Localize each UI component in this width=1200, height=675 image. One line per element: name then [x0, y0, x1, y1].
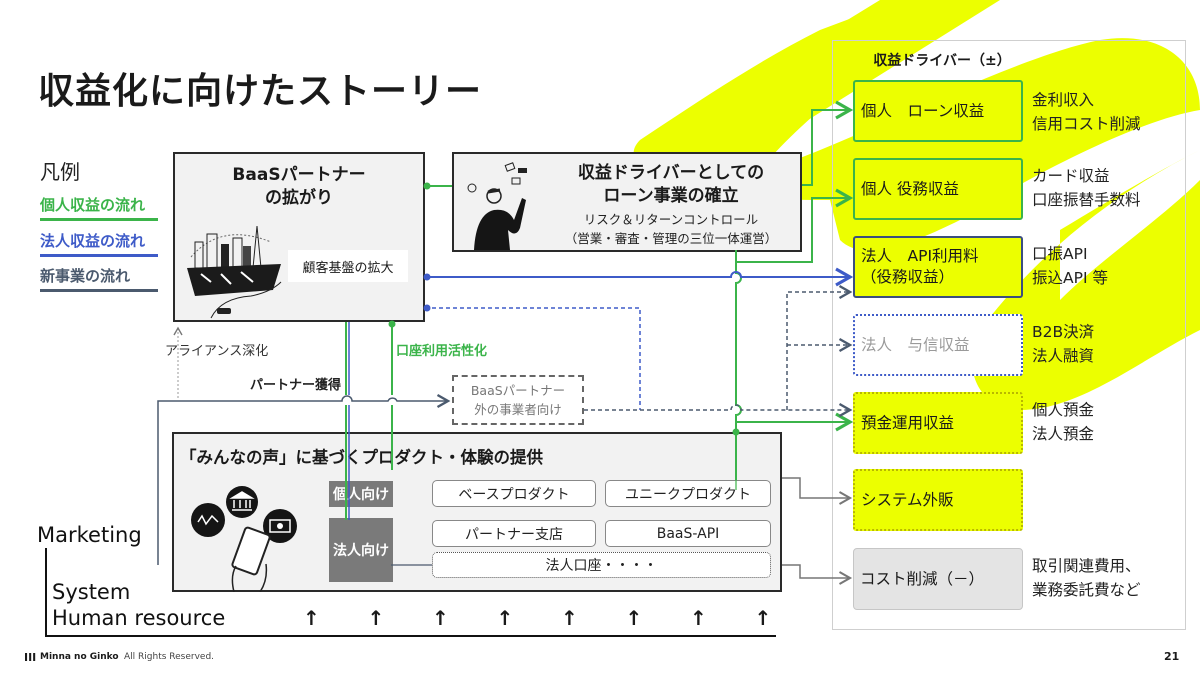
loan-title-line1: 収益ドライバーとしての [577, 163, 765, 183]
driver-deposit-investment: 預金運用収益 [853, 392, 1023, 454]
desc-line: B2B決済 [1032, 323, 1095, 341]
brand-logo: III [24, 651, 37, 664]
desc-line: 個人預金 [1032, 401, 1095, 419]
alliance-deepening-label: アライアンス深化 [165, 344, 269, 359]
segment-corporate: 法人向け [329, 518, 393, 582]
desc-line: 信用コスト削減 [1032, 115, 1141, 133]
driver-corporate-api-desc: 口振API 振込API 等 [1032, 242, 1108, 290]
desc-line: 金利収入 [1032, 91, 1095, 109]
baas-title: BaaSパートナー の拡がり [175, 164, 423, 210]
partner-acquisition-label: パートナー獲得 [250, 378, 342, 393]
copyright: All Rights Reserved. [124, 652, 215, 662]
phone-banking-illustration [191, 486, 297, 592]
baas-partner-box: BaaSパートナー の拡がり 顧客基盤の拡大 [173, 152, 425, 322]
system-label: System [52, 580, 131, 604]
account-activation-label: 口座利用活性化 [396, 344, 488, 359]
product-unique: ユニークプロダクト [605, 480, 771, 507]
brand-name: Minna no Ginko [40, 652, 119, 662]
desc-line: 口座振替手数料 [1032, 191, 1141, 209]
driver-personal-service-desc: カード収益口座振替手数料 [1032, 164, 1141, 212]
driver-cost-reduction-desc: 取引関連費用、業務委託費など [1032, 554, 1141, 602]
product-base: ベースプロダクト [432, 480, 596, 507]
products-experience-title: 「みんなの声」に基づくプロダクト・体験の提供 [180, 448, 543, 467]
outside-line1: BaaSパートナー [470, 383, 566, 398]
desc-line: 振込API 等 [1032, 269, 1108, 287]
loan-business-box: 収益ドライバーとしての ローン事業の確立 リスク＆リターンコントロール （営業・… [452, 152, 802, 252]
product-baas-api: BaaS-API [605, 520, 771, 547]
outside-partner-box: BaaSパートナー 外の事業者向け [452, 375, 584, 425]
up-arrow-icon: ↑ [432, 606, 449, 630]
driver-corporate-credit: 法人 与信収益 [853, 314, 1023, 376]
revenue-drivers-title: 収益ドライバー（±） [873, 53, 1011, 69]
desc-line: 法人預金 [1032, 425, 1095, 443]
desc-line: 取引関連費用、 [1032, 557, 1141, 575]
desc-line: 業務委託費など [1032, 581, 1141, 599]
segment-personal: 個人向け [329, 481, 393, 507]
product-corporate-account: 法人口座・・・・ [432, 552, 771, 578]
loan-sub-line2: （営業・審査・管理の三位一体運営） [564, 231, 778, 246]
loan-title-line2: ローン事業の確立 [603, 186, 739, 206]
thinking-person-illustration [467, 162, 527, 250]
driver-personal-loan-desc: 金利収入信用コスト削減 [1032, 88, 1141, 136]
driver-personal-service: 個人 役務収益 [853, 158, 1023, 220]
desc-line: 口振API [1032, 245, 1088, 263]
loan-subtitle: リスク＆リターンコントロール （営業・審査・管理の三位一体運営） [546, 210, 796, 248]
page-number: 21 [1164, 650, 1180, 663]
legend-personal-flow: 個人収益の流れ [40, 194, 158, 221]
loan-title: 収益ドライバーとしての ローン事業の確立 [546, 162, 796, 208]
up-arrow-icon: ↑ [625, 606, 643, 630]
up-arrow-icon: ↑ [561, 606, 578, 630]
desc-line: 法人融資 [1032, 347, 1095, 365]
baas-title-line1: BaaSパートナー [232, 165, 366, 185]
driver-corporate-api: 法人 API利用料 （役務収益） [853, 236, 1023, 298]
city-on-hand-illustration [187, 225, 282, 319]
human-resource-label: Human resource [52, 606, 226, 630]
driver-label-line: 法人 API利用料 [861, 247, 979, 265]
up-arrow-icon: ↑ [496, 606, 514, 630]
product-partner-branch: パートナー支店 [432, 520, 596, 547]
marketing-label: Marketing [37, 523, 142, 547]
page-title: 収益化に向けたストーリー [38, 71, 483, 112]
legend-title: 凡例 [40, 160, 80, 184]
products-experience-box: 「みんなの声」に基づくプロダクト・体験の提供 個人向け 法人向け ベースプロダク… [172, 432, 782, 592]
driver-deposit-desc: 個人預金法人預金 [1032, 398, 1094, 446]
driver-label-line: （役務収益） [861, 268, 955, 286]
up-arrow-icon: ↑ [754, 606, 772, 630]
baas-title-line2: の拡がり [265, 188, 333, 208]
desc-line: カード収益 [1032, 167, 1110, 185]
loan-sub-line1: リスク＆リターンコントロール [583, 212, 759, 227]
legend-corporate-flow: 法人収益の流れ [40, 230, 158, 257]
customer-base-expansion-chip: 顧客基盤の拡大 [288, 250, 408, 282]
up-arrow-icon: ↑ [303, 606, 320, 630]
up-arrow-icon: ↑ [690, 606, 707, 630]
outside-line2: 外の事業者向け [474, 402, 562, 417]
driver-cost-reduction: コスト削減（－） [853, 548, 1023, 610]
driver-personal-loan: 個人 ローン収益 [853, 80, 1023, 142]
up-arrow-icon: ↑ [367, 606, 385, 630]
legend-new-business-flow: 新事業の流れ [40, 265, 158, 292]
driver-system-sales: システム外販 [853, 469, 1023, 531]
driver-corporate-credit-desc: B2B決済法人融資 [1032, 320, 1094, 368]
